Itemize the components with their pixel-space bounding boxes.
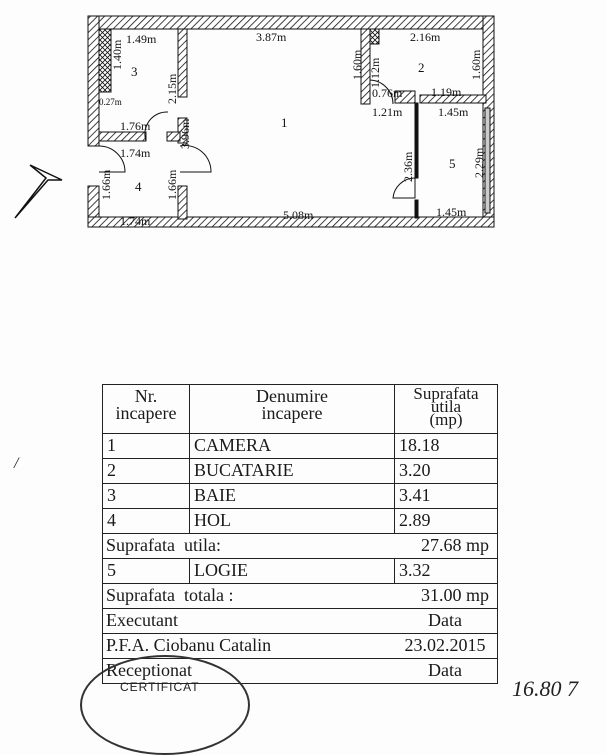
dim-label: 2.29m — [472, 147, 486, 178]
executant-row: Executant Data — [102, 609, 498, 634]
doors — [98, 79, 416, 199]
table-row: 1 CAMERA 18.18 — [102, 434, 498, 459]
dim-label: 1.74m — [120, 146, 151, 160]
dim-label: 1.74m — [120, 214, 151, 228]
room-2-label: 2 — [418, 60, 425, 75]
executant-label: Executant — [106, 610, 178, 630]
dim-label: 1.49m — [126, 32, 157, 46]
header-nr: Nr.incapere — [103, 385, 190, 433]
table-row: 5 LOGIE 3.32 — [102, 559, 498, 584]
walls — [87, 15, 495, 228]
dim-label: 1.40m — [110, 39, 124, 70]
executant-name-row: P.F.A. Ciobanu Catalin 23.02.2015 — [102, 634, 498, 659]
certification-stamp — [80, 655, 250, 755]
floor-plan: 1 2 3 4 5 1.49m 3.87m 2.16m 0.27m 0.76m … — [14, 15, 495, 228]
executant-date: 23.02.2015 — [404, 635, 486, 655]
dim-label: 1.45m — [438, 105, 469, 119]
dim-label: 2.15m — [165, 73, 179, 104]
subtotal-row: Suprafata utila: 27.68 mp — [102, 534, 498, 559]
dim-label: 1.76m — [120, 119, 151, 133]
room-1-label: 1 — [281, 115, 288, 130]
table-row: 3 BAIE 3.41 — [102, 484, 498, 509]
subtotal-label: Suprafata utila: — [106, 535, 221, 555]
table-row: 2 BUCATARIE 3.20 — [102, 459, 498, 484]
dim-label: 1.45m — [436, 205, 467, 219]
dim-label: 0.27m — [99, 97, 122, 107]
dim-label: 0.76m — [372, 86, 403, 100]
executant-date-label: Data — [428, 610, 462, 630]
executant-name: P.F.A. Ciobanu Catalin — [106, 635, 272, 655]
dim-label: 1.66m — [165, 169, 179, 200]
pen-mark: / — [14, 455, 19, 472]
table-row: 4 HOL 2.89 — [102, 509, 498, 534]
room-3-label: 3 — [131, 64, 138, 79]
total-label: Suprafata totala : — [106, 585, 234, 605]
dim-label: 1.12m — [368, 57, 382, 88]
receptionat-date-label: Data — [428, 660, 462, 680]
dim-label: 1.60m — [350, 49, 364, 80]
dim-label: 2.36m — [401, 151, 415, 182]
subtotal-value: 27.68 mp — [420, 535, 489, 555]
dim-label: 5.08m — [283, 208, 314, 222]
stamp-text: CERTIFICAT — [120, 680, 200, 694]
dim-label: 1.60m — [469, 49, 483, 80]
entrance-arrow-icon — [14, 164, 63, 219]
dim-label: 3.96m — [178, 118, 192, 149]
room-5-label: 5 — [449, 156, 456, 171]
handwritten-note: 16.80 7 — [512, 676, 578, 701]
dim-label: 3.87m — [256, 30, 287, 44]
dim-label: 1.66m — [99, 169, 113, 200]
dim-label: 1.19m — [431, 85, 462, 99]
room-4-label: 4 — [135, 179, 142, 194]
dim-label: 1.21m — [372, 105, 403, 119]
dim-label: 2.16m — [410, 30, 441, 44]
total-row: Suprafata totala : 31.00 mp — [102, 584, 498, 609]
total-value: 31.00 mp — [420, 585, 489, 605]
